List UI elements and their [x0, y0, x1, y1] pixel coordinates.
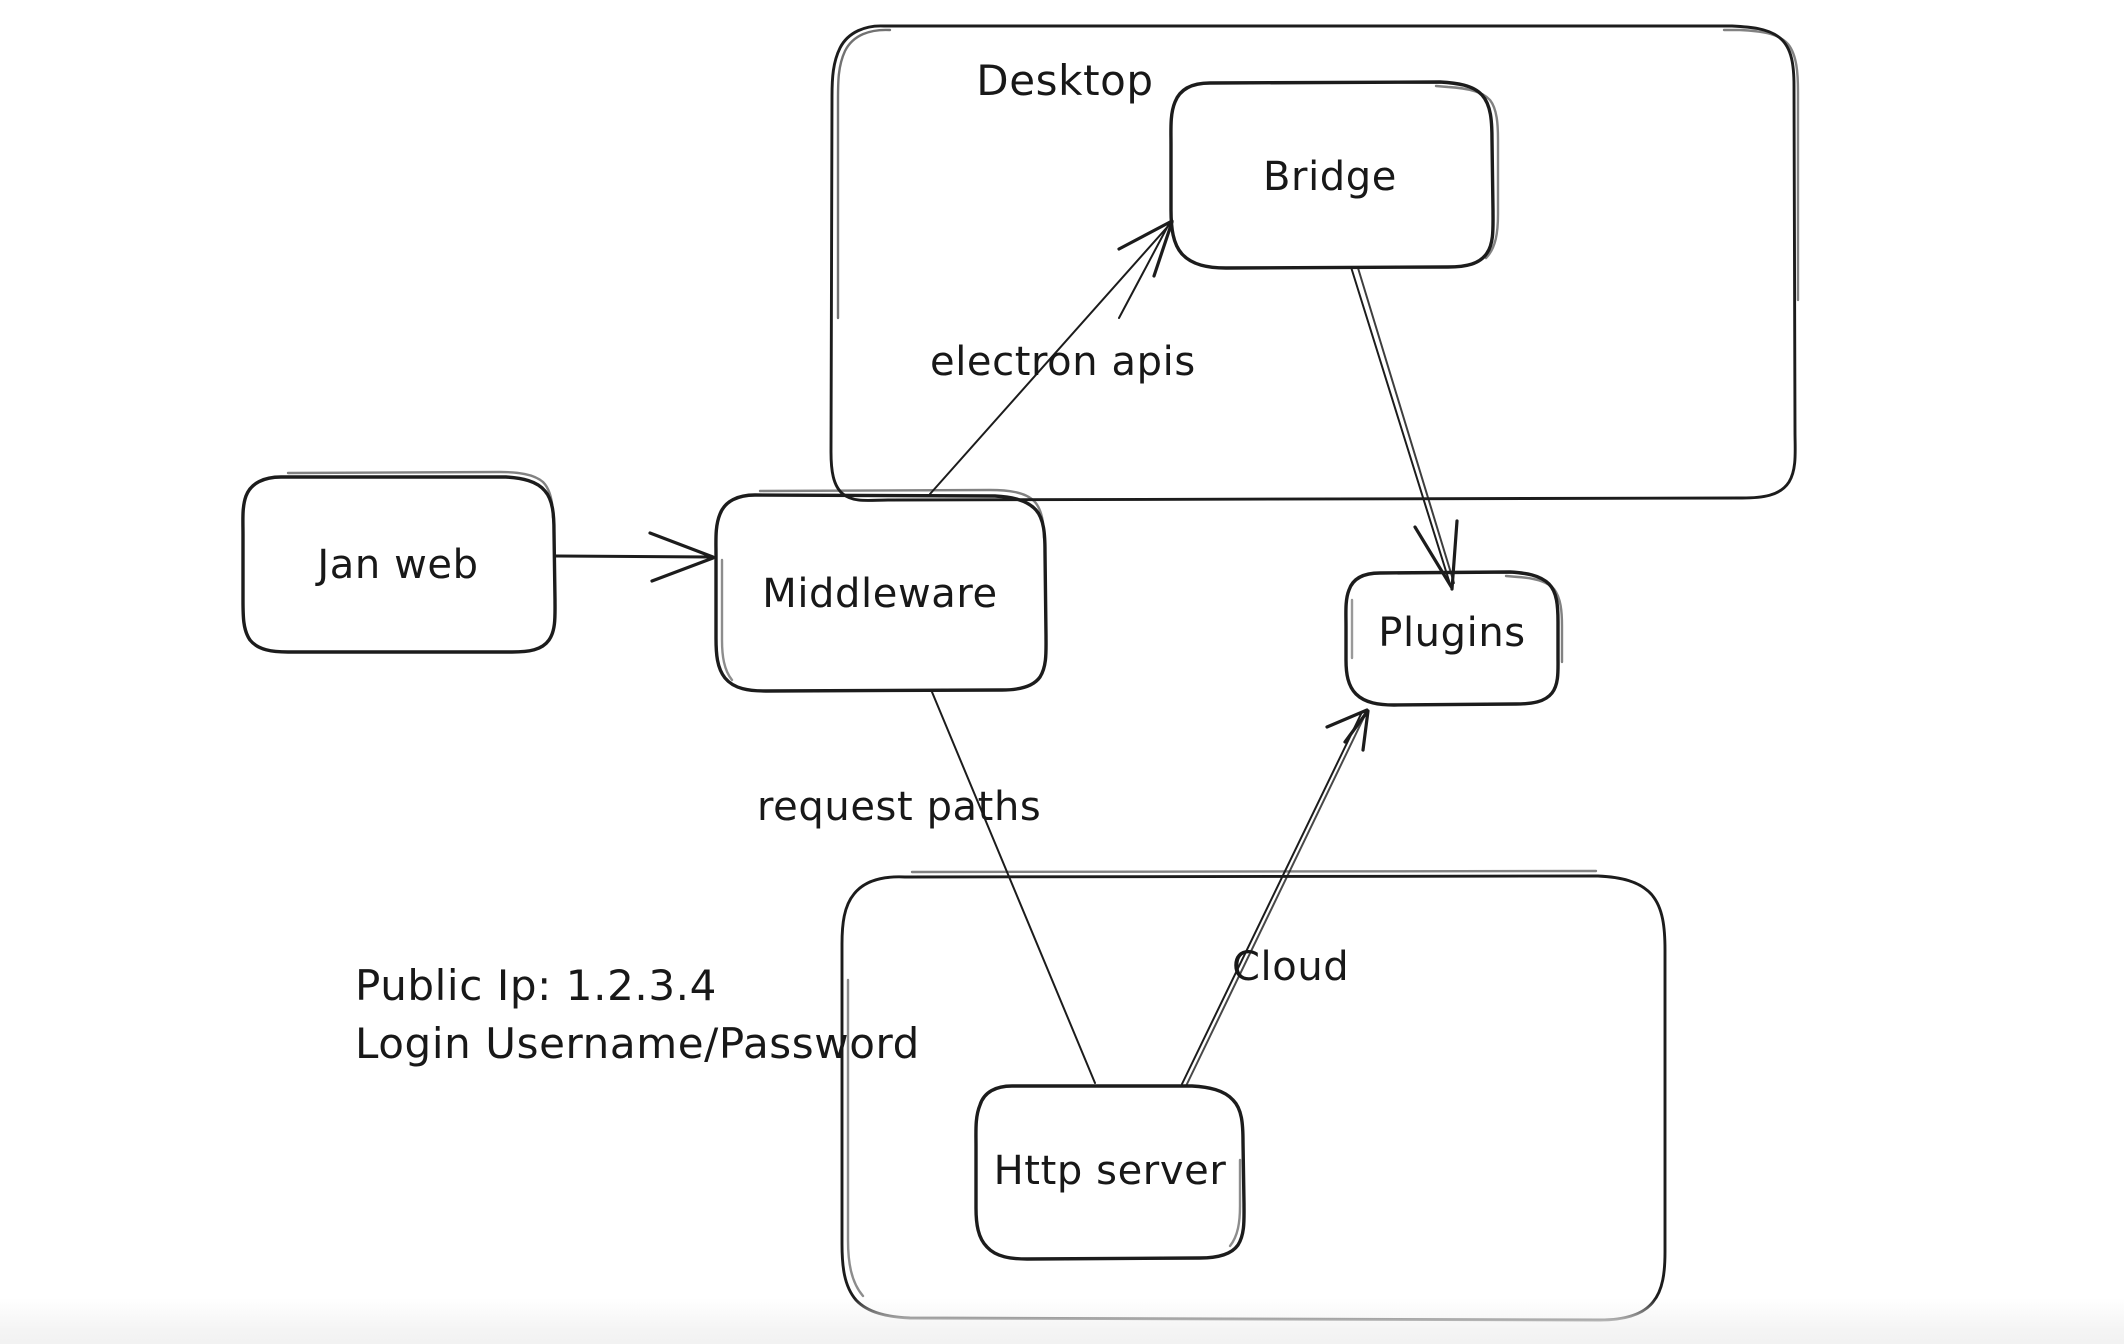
node-middleware[interactable]: Middleware — [714, 488, 1048, 693]
node-middleware-label: Middleware — [762, 571, 998, 617]
edge-http-to-plugins — [1181, 708, 1370, 1087]
node-http-server[interactable]: Http server — [974, 1084, 1246, 1261]
edge-middleware-to-bridge — [929, 219, 1174, 495]
arrowhead-icon — [1325, 708, 1370, 752]
node-jan-web[interactable]: Jan web — [241, 470, 557, 654]
arrowhead-icon — [1413, 519, 1459, 591]
edge-label-electron-apis: electron apis — [930, 339, 1196, 385]
group-desktop — [829, 24, 1800, 502]
edge-label-request-paths: request paths — [757, 784, 1041, 830]
node-plugins-label: Plugins — [1378, 610, 1525, 656]
edge-label-cloud: Cloud — [1232, 944, 1349, 990]
arrowhead-icon — [1117, 219, 1174, 278]
node-jan-web-label: Jan web — [314, 542, 478, 588]
note-public-ip: Public Ip: 1.2.3.4 — [355, 961, 717, 1010]
node-http-server-label: Http server — [994, 1148, 1227, 1194]
note-login: Login Username/Password — [355, 1019, 920, 1068]
edge-bridge-to-plugins — [1350, 266, 1459, 591]
node-plugins[interactable]: Plugins — [1344, 570, 1564, 707]
node-bridge-label: Bridge — [1263, 154, 1397, 200]
group-label-desktop: Desktop — [976, 56, 1153, 105]
edge-middleware-to-http — [931, 691, 1096, 1084]
edge-web-to-middleware — [554, 531, 715, 583]
node-bridge[interactable]: Bridge — [1169, 80, 1500, 270]
arrowhead-icon — [648, 531, 715, 583]
